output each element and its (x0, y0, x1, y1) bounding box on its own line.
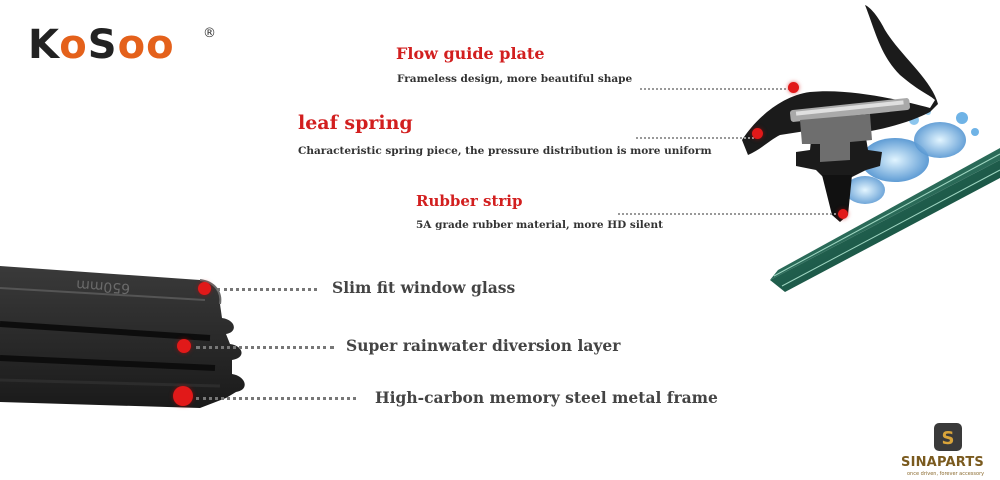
callout-title-leaf-spring: leaf spring (298, 112, 413, 134)
registered-mark: ® (203, 26, 216, 41)
callout-desc-rubber-strip: 5A grade rubber material, more HD silent (416, 219, 663, 231)
rubber-blade-illustration: 650mm (0, 266, 245, 408)
wiper-cross-section-illustration (742, 5, 1000, 292)
marker-rubber-strip (838, 209, 848, 219)
leader-line-rubber-strip (618, 213, 840, 215)
marker-leaf-spring (752, 128, 763, 139)
leader-line-flow-guide-plate (640, 88, 790, 90)
marker-slim-fit (198, 282, 211, 295)
sinaparts-watermark-tagline: once driven, forever accessory (907, 471, 985, 477)
marker-steel-frame (173, 386, 193, 406)
marker-flow-guide-plate (788, 82, 799, 93)
marker-rainwater-diversion (177, 339, 191, 353)
callout-title-rubber-strip: Rubber strip (416, 192, 523, 210)
feature-slim-fit-window-glass: Slim fit window glass (332, 278, 516, 297)
blade-imprint: 650mm (76, 276, 131, 296)
feature-rainwater-diversion-layer: Super rainwater diversion layer (346, 336, 621, 355)
s-badge-icon: S (934, 423, 962, 451)
callout-desc-flow-guide-plate: Frameless design, more beautiful shape (397, 73, 633, 85)
leader-line-steel-frame (196, 397, 356, 400)
callout-desc-leaf-spring: Characteristic spring piece, the pressur… (298, 145, 712, 157)
callout-title-flow-guide-plate: Flow guide plate (396, 44, 545, 63)
leader-line-leaf-spring (636, 137, 754, 139)
feature-steel-metal-frame: High-carbon memory steel metal frame (375, 388, 718, 407)
leader-line-rainwater-diversion (196, 346, 334, 349)
leader-line-slim-fit (217, 288, 317, 291)
svg-text:S: S (942, 428, 955, 449)
sinaparts-watermark-name: SINAPARTS (901, 455, 984, 470)
kosoo-logo: KoSoo (28, 22, 175, 68)
